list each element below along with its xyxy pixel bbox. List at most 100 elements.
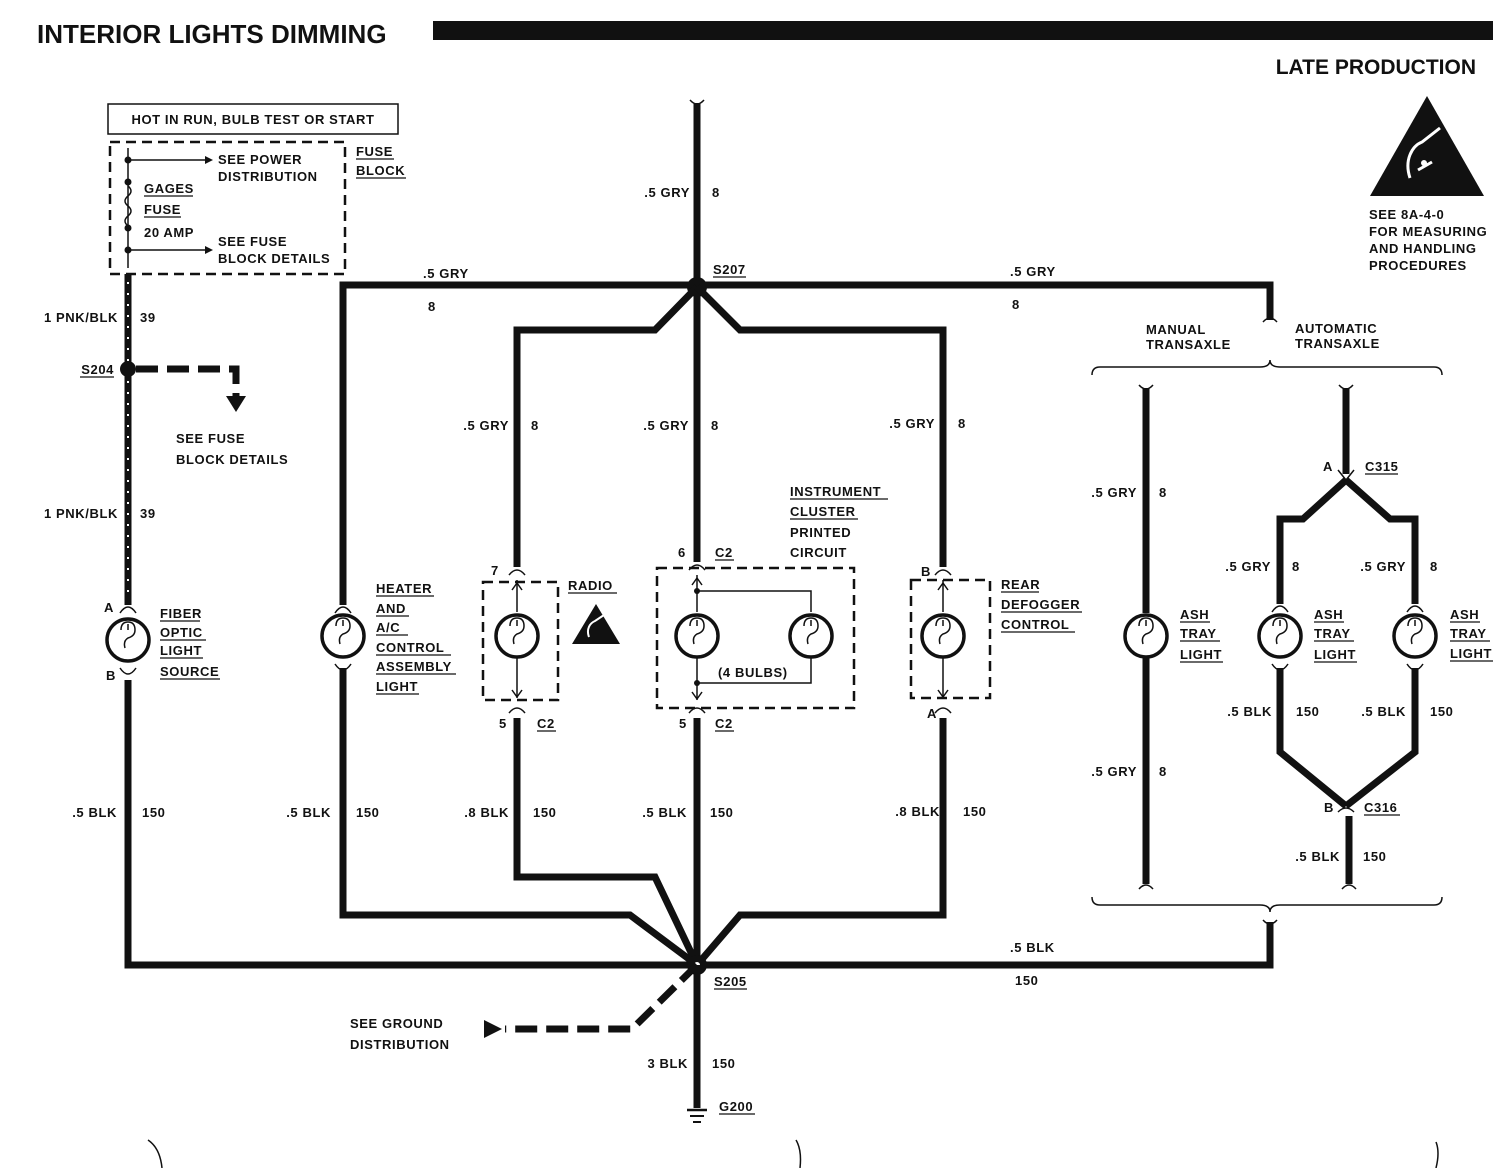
cluster-lamp-2-icon <box>788 613 834 659</box>
edge-mark-right <box>1435 1141 1439 1168</box>
cluster-feed-color: .5 GRY <box>643 418 689 433</box>
ground-distribution-link <box>505 962 700 1033</box>
radio-pin-7: 7 <box>491 563 499 578</box>
bus-right-circuit: 8 <box>1012 297 1020 312</box>
manual-ash-feed-color: .5 GRY <box>1091 485 1137 500</box>
fiber-label-4: SOURCE <box>160 664 219 679</box>
manual-ash-label-1: ASH <box>1180 607 1209 622</box>
wire-auto-ash-right <box>1343 477 1419 604</box>
feed-circuit: 8 <box>712 185 720 200</box>
bus-ground-circuit: 150 <box>1015 973 1039 988</box>
manual-ash-lamp-icon <box>1123 613 1169 659</box>
defogger-pin-a: A <box>927 706 937 721</box>
cluster-bulbs: (4 BULBS) <box>718 665 788 680</box>
cluster-box <box>655 566 856 710</box>
radio-esd-icon <box>572 604 620 644</box>
fiber-optic-lamp-icon <box>105 617 151 663</box>
radio-feed-color: .5 GRY <box>463 418 509 433</box>
fuse-word: FUSE <box>144 202 181 217</box>
hot-label-box <box>107 103 399 135</box>
auto-ash-left-label-2: TRAY <box>1314 626 1351 641</box>
fuse-rating: 20 AMP <box>144 225 194 240</box>
fiber-pin-b: B <box>106 668 116 683</box>
wire-auto-ash-right-return <box>1343 668 1419 809</box>
heater-label-2: AND <box>376 601 406 616</box>
defogger-ground-color: .8 BLK <box>895 804 940 819</box>
gages-fuse-icon <box>124 185 132 227</box>
cluster-ground-color: .5 BLK <box>642 805 687 820</box>
defogger-box <box>909 578 992 700</box>
esd-note-line-3: AND HANDLING <box>1369 241 1477 256</box>
manual-ash-label-2: TRAY <box>1180 626 1217 641</box>
auto-ash-left-return-circuit: 150 <box>1296 704 1320 719</box>
bus-left-color: .5 GRY <box>423 266 469 281</box>
auto-ash-left-circuit: 8 <box>1292 559 1300 574</box>
defogger-feed-color: .5 GRY <box>889 416 935 431</box>
fuse-block-label-1: FUSE <box>356 144 393 159</box>
see-fuse-line-2: BLOCK DETAILS <box>218 251 330 266</box>
c316-pin-b: B <box>1324 800 1334 815</box>
automatic-transaxle-line-2: TRANSAXLE <box>1295 336 1380 351</box>
auto-ash-right-return-circuit: 150 <box>1430 704 1454 719</box>
manual-ash-return-circuit: 8 <box>1159 764 1167 779</box>
see-ground-line-2: DISTRIBUTION <box>350 1037 450 1052</box>
transaxle-top-brace <box>1091 359 1443 376</box>
cluster-label-1: INSTRUMENT <box>790 484 881 499</box>
defogger-label-3: CONTROL <box>1001 617 1069 632</box>
manual-transaxle-line-1: MANUAL <box>1146 322 1206 337</box>
heater-label-1: HEATER <box>376 581 432 596</box>
fiber-label-3: LIGHT <box>160 643 202 658</box>
wire-defogger-ground <box>694 718 947 968</box>
edge-mark-left <box>147 1139 163 1168</box>
see-power-line-2: DISTRIBUTION <box>218 169 318 184</box>
radio-feed-circuit: 8 <box>531 418 539 433</box>
edge-mark-center <box>795 1139 802 1168</box>
cluster-ground-circuit: 150 <box>710 805 734 820</box>
auto-ash-right-label-2: TRAY <box>1450 626 1487 641</box>
main-ground-color: 3 BLK <box>647 1056 688 1071</box>
feed-wire-color: .5 GRY <box>644 185 690 200</box>
wire-bus-gry <box>339 281 1274 605</box>
defogger-pin-b: B <box>921 564 931 579</box>
s205-label: S205 <box>714 974 747 989</box>
see-ground-line-1: SEE GROUND <box>350 1016 443 1031</box>
auto-ash-left-label-1: ASH <box>1314 607 1343 622</box>
cluster-pin-6: 6 <box>678 545 686 560</box>
defogger-feed-circuit: 8 <box>958 416 966 431</box>
fiber-circuit-mid: 39 <box>140 506 156 521</box>
radio-pin-5: 5 <box>499 716 507 731</box>
fiber-ground-color: .5 BLK <box>72 805 117 820</box>
cluster-feed-circuit: 8 <box>711 418 719 433</box>
manual-ash-feed-circuit: 8 <box>1159 485 1167 500</box>
bus-left-circuit: 8 <box>428 299 436 314</box>
defogger-label-2: DEFOGGER <box>1001 597 1080 612</box>
heater-ground-circuit: 150 <box>356 805 380 820</box>
see-fuse-block-line-1: SEE FUSE <box>176 431 245 446</box>
heater-label-5: ASSEMBLY <box>376 659 452 674</box>
esd-note-line-2: FOR MEASURING <box>1369 224 1487 239</box>
bus-right-color: .5 GRY <box>1010 264 1056 279</box>
auto-ash-right-label-1: ASH <box>1450 607 1479 622</box>
bus-ground-color: .5 BLK <box>1010 940 1055 955</box>
transaxle-bottom-brace <box>1091 896 1443 913</box>
heater-ac-lamp-icon <box>320 613 366 659</box>
fiber-pin-a: A <box>104 600 114 615</box>
splice-s204 <box>120 361 136 377</box>
diagram-subtitle: LATE PRODUCTION <box>1276 56 1476 79</box>
s207-label: S207 <box>713 262 746 277</box>
auto-ash-left-color: .5 GRY <box>1225 559 1271 574</box>
see-fuse-line-1: SEE FUSE <box>218 234 287 249</box>
auto-ash-right-circuit: 8 <box>1430 559 1438 574</box>
fuse-block-outline <box>108 140 347 276</box>
title-bar <box>433 21 1493 40</box>
auto-ash-right-lamp-icon <box>1392 613 1438 659</box>
esd-note-line-1: SEE 8A-4-0 <box>1369 207 1444 222</box>
esd-warning-icon <box>1370 96 1484 196</box>
c315-label: C315 <box>1365 459 1398 474</box>
hot-label: HOT IN RUN, BULB TEST OR START <box>131 112 374 127</box>
cluster-pin-5: 5 <box>679 716 687 731</box>
auto-ash-left-return-color: .5 BLK <box>1227 704 1272 719</box>
defogger-lamp-icon <box>920 613 966 659</box>
auto-ash-left-label-3: LIGHT <box>1314 647 1356 662</box>
